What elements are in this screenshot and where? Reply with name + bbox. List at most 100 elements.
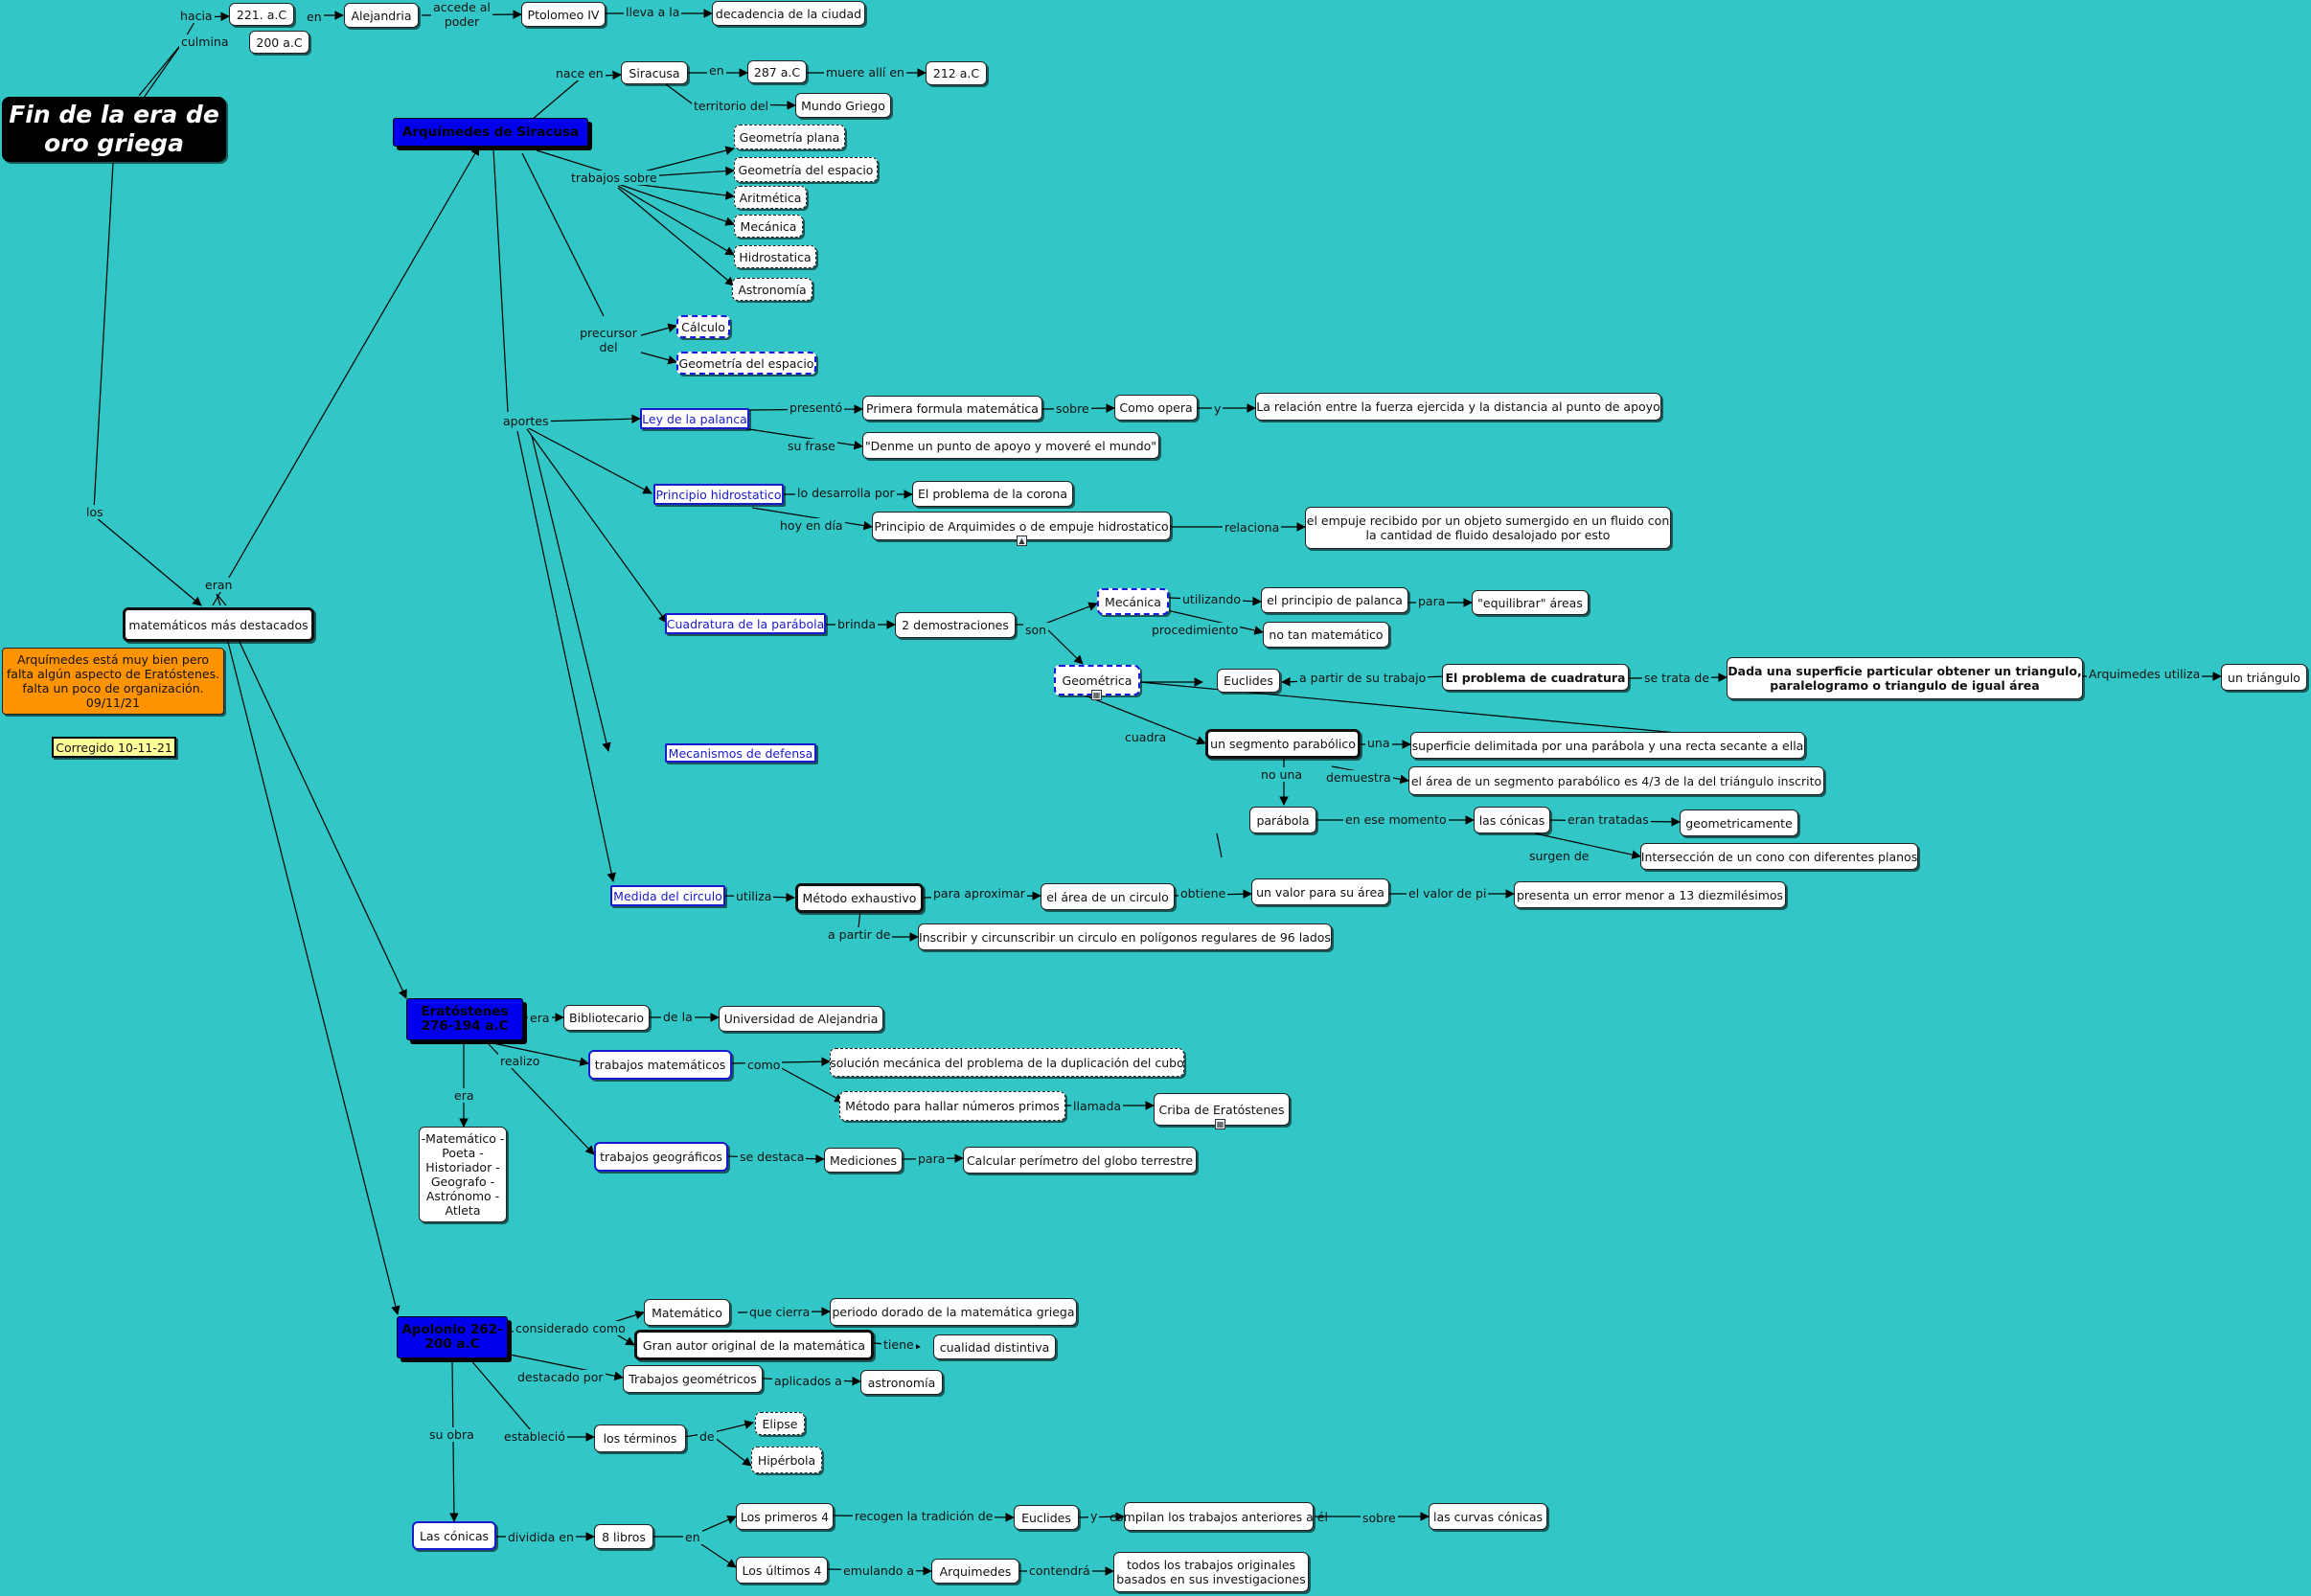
eratostenes-node[interactable]: Eratóstenes 276-194 a.C bbox=[406, 998, 523, 1040]
image-icon[interactable]: ▦ bbox=[1091, 690, 1102, 700]
concept-node[interactable]: un segmento parabólico bbox=[1205, 729, 1361, 759]
concept-node[interactable]: Gran autor original de la matemática bbox=[634, 1330, 874, 1360]
concept-node[interactable]: astronomía bbox=[860, 1370, 943, 1395]
concept-node[interactable]: los términos bbox=[594, 1425, 686, 1452]
concept-node[interactable]: las cónicas bbox=[1474, 807, 1550, 833]
concept-node[interactable]: trabajos geográficos bbox=[594, 1142, 728, 1172]
concept-node[interactable]: Método exhaustivo bbox=[795, 883, 924, 913]
concept-node[interactable]: superficie delimitada por una parábola y… bbox=[1410, 732, 1805, 759]
image-icon[interactable]: ▲ bbox=[1017, 536, 1027, 546]
concept-node[interactable]: Ley de la palanca bbox=[640, 408, 749, 429]
concept-node[interactable]: parábola bbox=[1249, 807, 1316, 833]
concept-node[interactable]: El problema de cuadratura bbox=[1442, 664, 1629, 691]
concept-node[interactable]: Como opera bbox=[1114, 395, 1198, 421]
concept-node[interactable]: Ptolomeo IV bbox=[521, 2, 606, 27]
link-label: como bbox=[745, 1058, 783, 1072]
concept-node[interactable]: Las cónicas bbox=[412, 1521, 496, 1550]
link-label: en ese momento bbox=[1343, 812, 1449, 827]
concept-node[interactable]: Calcular perímetro del globo terrestre bbox=[963, 1147, 1197, 1174]
concept-node[interactable]: La relación entre la fuerza ejercida y l… bbox=[1255, 393, 1661, 421]
concept-node[interactable]: presenta un error menor a 13 diezmilésim… bbox=[1514, 881, 1786, 908]
concept-node[interactable]: todos los trabajos originales basados en… bbox=[1113, 1552, 1309, 1592]
concept-node[interactable]: Mecánica bbox=[1097, 588, 1169, 615]
concept-node[interactable]: 287 a.C bbox=[747, 60, 807, 83]
link-label: se trata de bbox=[1642, 671, 1712, 685]
concept-node[interactable]: Geometría del espacio bbox=[734, 157, 878, 182]
concept-node[interactable]: Elipse bbox=[755, 1412, 805, 1435]
concept-node[interactable]: el área de un segmento parabólico es 4/3… bbox=[1408, 766, 1824, 795]
link-label: trabajos sobre bbox=[569, 171, 659, 185]
link-label: sobre bbox=[1054, 401, 1091, 416]
concept-node[interactable]: 221. a.C bbox=[229, 3, 294, 26]
concept-node[interactable]: compilan los trabajos anteriores a él bbox=[1110, 1502, 1328, 1531]
concept-node[interactable]: Método para hallar números primos bbox=[839, 1091, 1065, 1121]
concept-node[interactable]: 212 a.C bbox=[926, 61, 987, 85]
concept-node[interactable]: Astronomía bbox=[732, 278, 812, 301]
link-label: para bbox=[1416, 594, 1448, 608]
link-label: para aproximar bbox=[931, 886, 1027, 901]
link-label: presentó bbox=[788, 400, 845, 415]
concept-node[interactable]: el área de un circulo bbox=[1041, 883, 1175, 910]
concept-node[interactable]: Medida del circulo bbox=[610, 885, 725, 906]
concept-node[interactable]: Inscribir y circunscribir un circulo en … bbox=[918, 923, 1332, 950]
concept-node[interactable]: Alejandria bbox=[344, 3, 419, 28]
arquimedes-node[interactable]: Arquímedes de Siracusa bbox=[393, 118, 588, 147]
concept-node[interactable]: El problema de la corona bbox=[912, 481, 1073, 507]
link-label: una bbox=[1365, 736, 1392, 750]
concept-node[interactable]: Mundo Griego bbox=[795, 93, 891, 118]
link-label: considerado como bbox=[514, 1321, 628, 1335]
concept-node[interactable]: Geometría plana bbox=[734, 125, 845, 149]
concept-node[interactable]: Siracusa bbox=[621, 61, 688, 84]
concept-node[interactable]: Principio hidrostatico bbox=[653, 484, 784, 505]
concept-node[interactable]: un valor para su área bbox=[1251, 878, 1389, 905]
concept-node[interactable]: cualidad distintiva bbox=[933, 1334, 1056, 1359]
concept-node[interactable]: el principio de palanca bbox=[1261, 587, 1408, 613]
concept-node[interactable]: Aritmética bbox=[734, 186, 807, 209]
concept-node[interactable]: Los últimos 4 bbox=[736, 1557, 828, 1584]
concept-node[interactable]: geometricamente bbox=[1680, 809, 1798, 836]
concept-node[interactable]: Mecánica bbox=[734, 215, 803, 238]
concept-node[interactable]: Hipérbola bbox=[751, 1447, 822, 1473]
concept-node[interactable]: "Denme un punto de apoyo y moveré el mun… bbox=[862, 432, 1159, 459]
link-label: obtiene bbox=[1178, 886, 1228, 901]
concept-node[interactable]: las curvas cónicas bbox=[1429, 1503, 1547, 1530]
concept-node[interactable]: solución mecánica del problema de la dup… bbox=[830, 1048, 1184, 1077]
concept-node[interactable]: Universidad de Alejandria bbox=[719, 1006, 883, 1032]
concept-node[interactable]: Euclides bbox=[1014, 1505, 1079, 1530]
apolonio-node[interactable]: Apolonio 262-200 a.C bbox=[397, 1316, 508, 1358]
concept-node[interactable]: Primera formula matemática bbox=[862, 396, 1042, 421]
concept-node[interactable]: Hidrostatica bbox=[734, 245, 816, 268]
concept-node[interactable]: Intersección de un cono con diferentes p… bbox=[1640, 843, 1918, 870]
link-label: utiliza bbox=[734, 889, 774, 903]
concept-node[interactable]: Bibliotecario bbox=[563, 1005, 650, 1031]
concept-node[interactable]: Cálculo bbox=[676, 315, 730, 338]
matematicos-node[interactable]: matemáticos más destacados bbox=[123, 607, 314, 642]
concept-node[interactable]: 200 a.C bbox=[249, 31, 309, 54]
concept-node[interactable]: Trabajos geométricos bbox=[623, 1365, 763, 1393]
concept-node[interactable]: 2 demostraciones bbox=[895, 612, 1016, 638]
concept-node[interactable]: trabajos matemáticos bbox=[588, 1050, 732, 1080]
concept-node[interactable]: Euclides bbox=[1217, 669, 1280, 693]
concept-node[interactable]: Los primeros 4 bbox=[736, 1503, 834, 1530]
concept-node[interactable]: Arquimedes bbox=[931, 1559, 1019, 1584]
concept-node[interactable]: 8 libros bbox=[594, 1524, 653, 1549]
concept-node[interactable]: Dada una superficie particular obtener u… bbox=[1727, 657, 2083, 699]
concept-node[interactable]: Geometría del espacio bbox=[676, 352, 816, 375]
link-label: recogen la tradición de bbox=[853, 1509, 995, 1523]
image-icon[interactable]: ▦ bbox=[1215, 1119, 1225, 1129]
concept-node[interactable]: Matemático bbox=[644, 1299, 730, 1326]
concept-node[interactable]: un triángulo bbox=[2221, 664, 2307, 691]
link-label: se destaca bbox=[738, 1150, 807, 1164]
concept-node[interactable]: decadencia de la ciudad bbox=[712, 1, 865, 26]
concept-node[interactable]: Cuadratura de la parábola bbox=[665, 613, 826, 634]
concept-node[interactable]: "equilibrar" áreas bbox=[1472, 590, 1589, 615]
concept-node[interactable]: periodo dorado de la matemática griega bbox=[830, 1298, 1077, 1326]
concept-node[interactable]: Mediciones bbox=[824, 1148, 903, 1173]
concept-node[interactable]: el empuje recibido por un objeto sumergi… bbox=[1305, 507, 1671, 549]
link-label: son bbox=[1023, 623, 1049, 637]
concept-node[interactable]: Mecanismos de defensa bbox=[665, 743, 816, 763]
concept-node[interactable]: no tan matemático bbox=[1263, 622, 1389, 648]
concept-node[interactable]: -Matemático -Poeta -Historiador -Geograf… bbox=[419, 1127, 507, 1222]
link-label: lleva a la bbox=[624, 5, 682, 19]
